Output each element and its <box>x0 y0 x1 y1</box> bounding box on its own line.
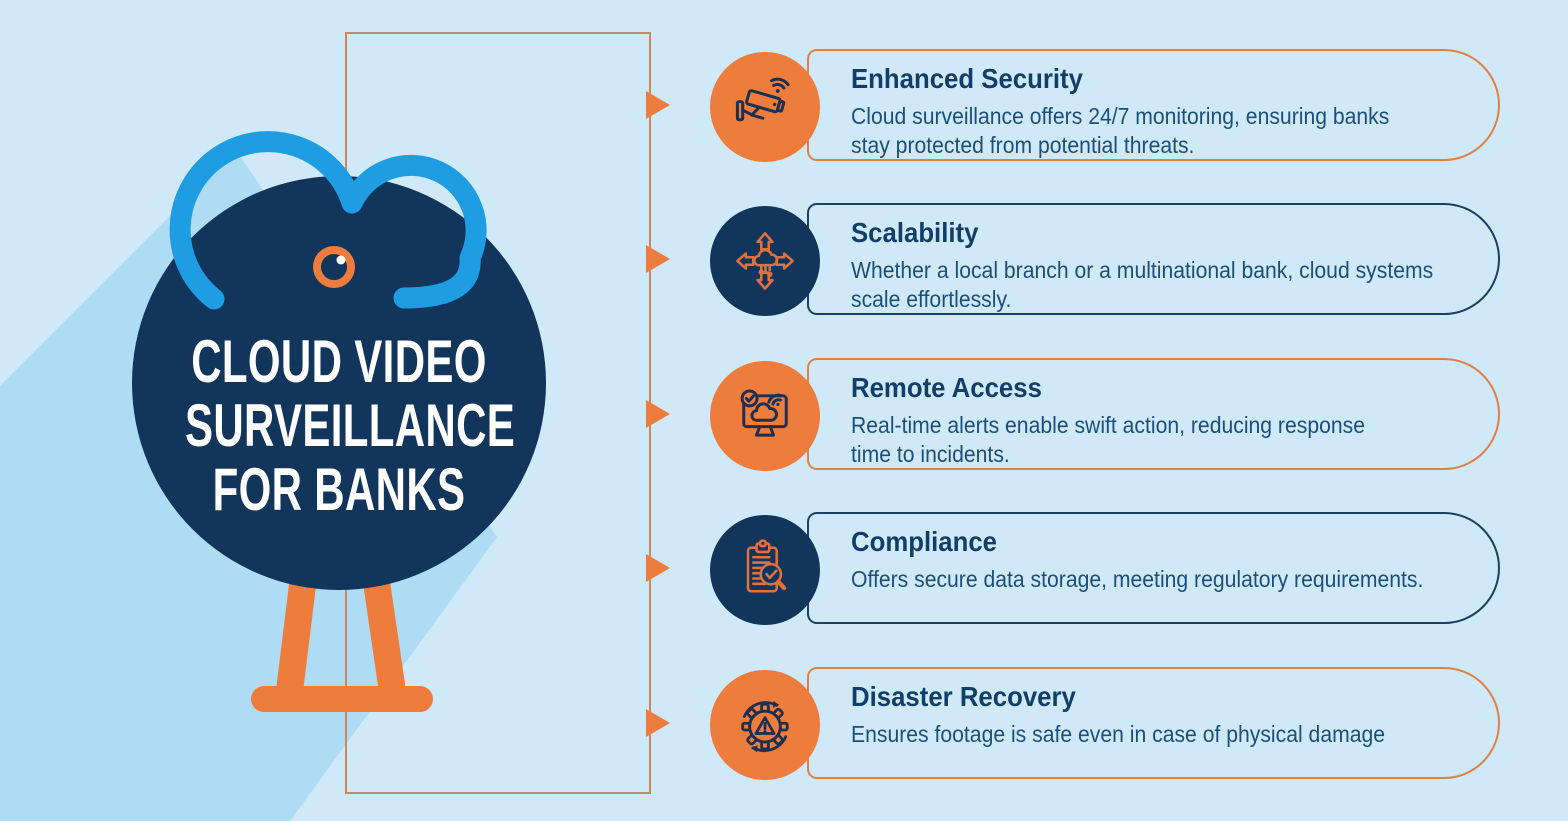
card-icon-badge <box>710 361 820 471</box>
cctv-camera-icon <box>735 77 790 122</box>
card-body: Ensures footage is safe even in case of … <box>851 721 1386 747</box>
hero-title-line: CLOUD VIDEO <box>191 328 487 395</box>
card-text: Compliance Offers secure data storage, m… <box>851 525 1458 594</box>
hero-title: CLOUD VIDEO SURVEILLANCE FOR BANKS <box>185 328 516 523</box>
cloud-scaling-arrows-icon <box>736 232 794 290</box>
card-disaster-recovery: Disaster Recovery Ensures footage is saf… <box>710 667 1500 780</box>
card-body: Offers secure data storage, meeting regu… <box>851 566 1424 592</box>
card-text: Remote Access Real-time alerts enable sw… <box>851 371 1458 469</box>
card-title: Remote Access <box>851 372 1042 403</box>
clipboard-magnifier-check-icon <box>746 539 787 593</box>
card-text: Disaster Recovery Ensures footage is saf… <box>851 680 1458 749</box>
hero-title-line: FOR BANKS <box>212 456 466 523</box>
card-remote-access: Remote Access Real-time alerts enable sw… <box>710 358 1500 471</box>
card-icon-badge <box>710 206 820 316</box>
arrow-right-icon <box>646 91 670 119</box>
card-icon-badge <box>710 515 820 625</box>
card-icon-badge <box>710 52 820 162</box>
card-title: Enhanced Security <box>851 63 1083 94</box>
connector-arrow-icons <box>646 91 670 737</box>
card-text: Enhanced Security Cloud surveillance off… <box>851 62 1458 160</box>
arrow-right-icon <box>646 245 670 273</box>
hero-title-line: SURVEILLANCE <box>185 392 516 459</box>
card-icon-badge <box>710 670 820 780</box>
card-title: Compliance <box>851 526 998 557</box>
card-title: Scalability <box>851 217 979 248</box>
arrow-right-icon <box>646 400 670 428</box>
card-scalability: Scalability Whether a local branch or a … <box>710 203 1500 316</box>
card-enhanced-security: Enhanced Security Cloud surveillance off… <box>710 49 1500 162</box>
card-text: Scalability Whether a local branch or a … <box>851 216 1458 314</box>
stand-base <box>251 686 433 712</box>
arrow-right-icon <box>646 554 670 582</box>
cloud-icon <box>169 131 487 310</box>
camera-lens-icon <box>313 246 355 288</box>
monitor-cloud-wifi-icon <box>740 389 788 437</box>
card-body: Whether a local branch or a multinationa… <box>851 257 1434 312</box>
hero-circle <box>132 176 546 590</box>
card-body: Real-time alerts enable swift action, re… <box>851 412 1365 467</box>
card-compliance: Compliance Offers secure data storage, m… <box>710 512 1500 625</box>
card-title: Disaster Recovery <box>851 681 1076 712</box>
gear-warning-recovery-icon <box>741 701 789 753</box>
arrow-right-icon <box>646 709 670 737</box>
card-body: Cloud surveillance offers 24/7 monitorin… <box>851 103 1390 158</box>
